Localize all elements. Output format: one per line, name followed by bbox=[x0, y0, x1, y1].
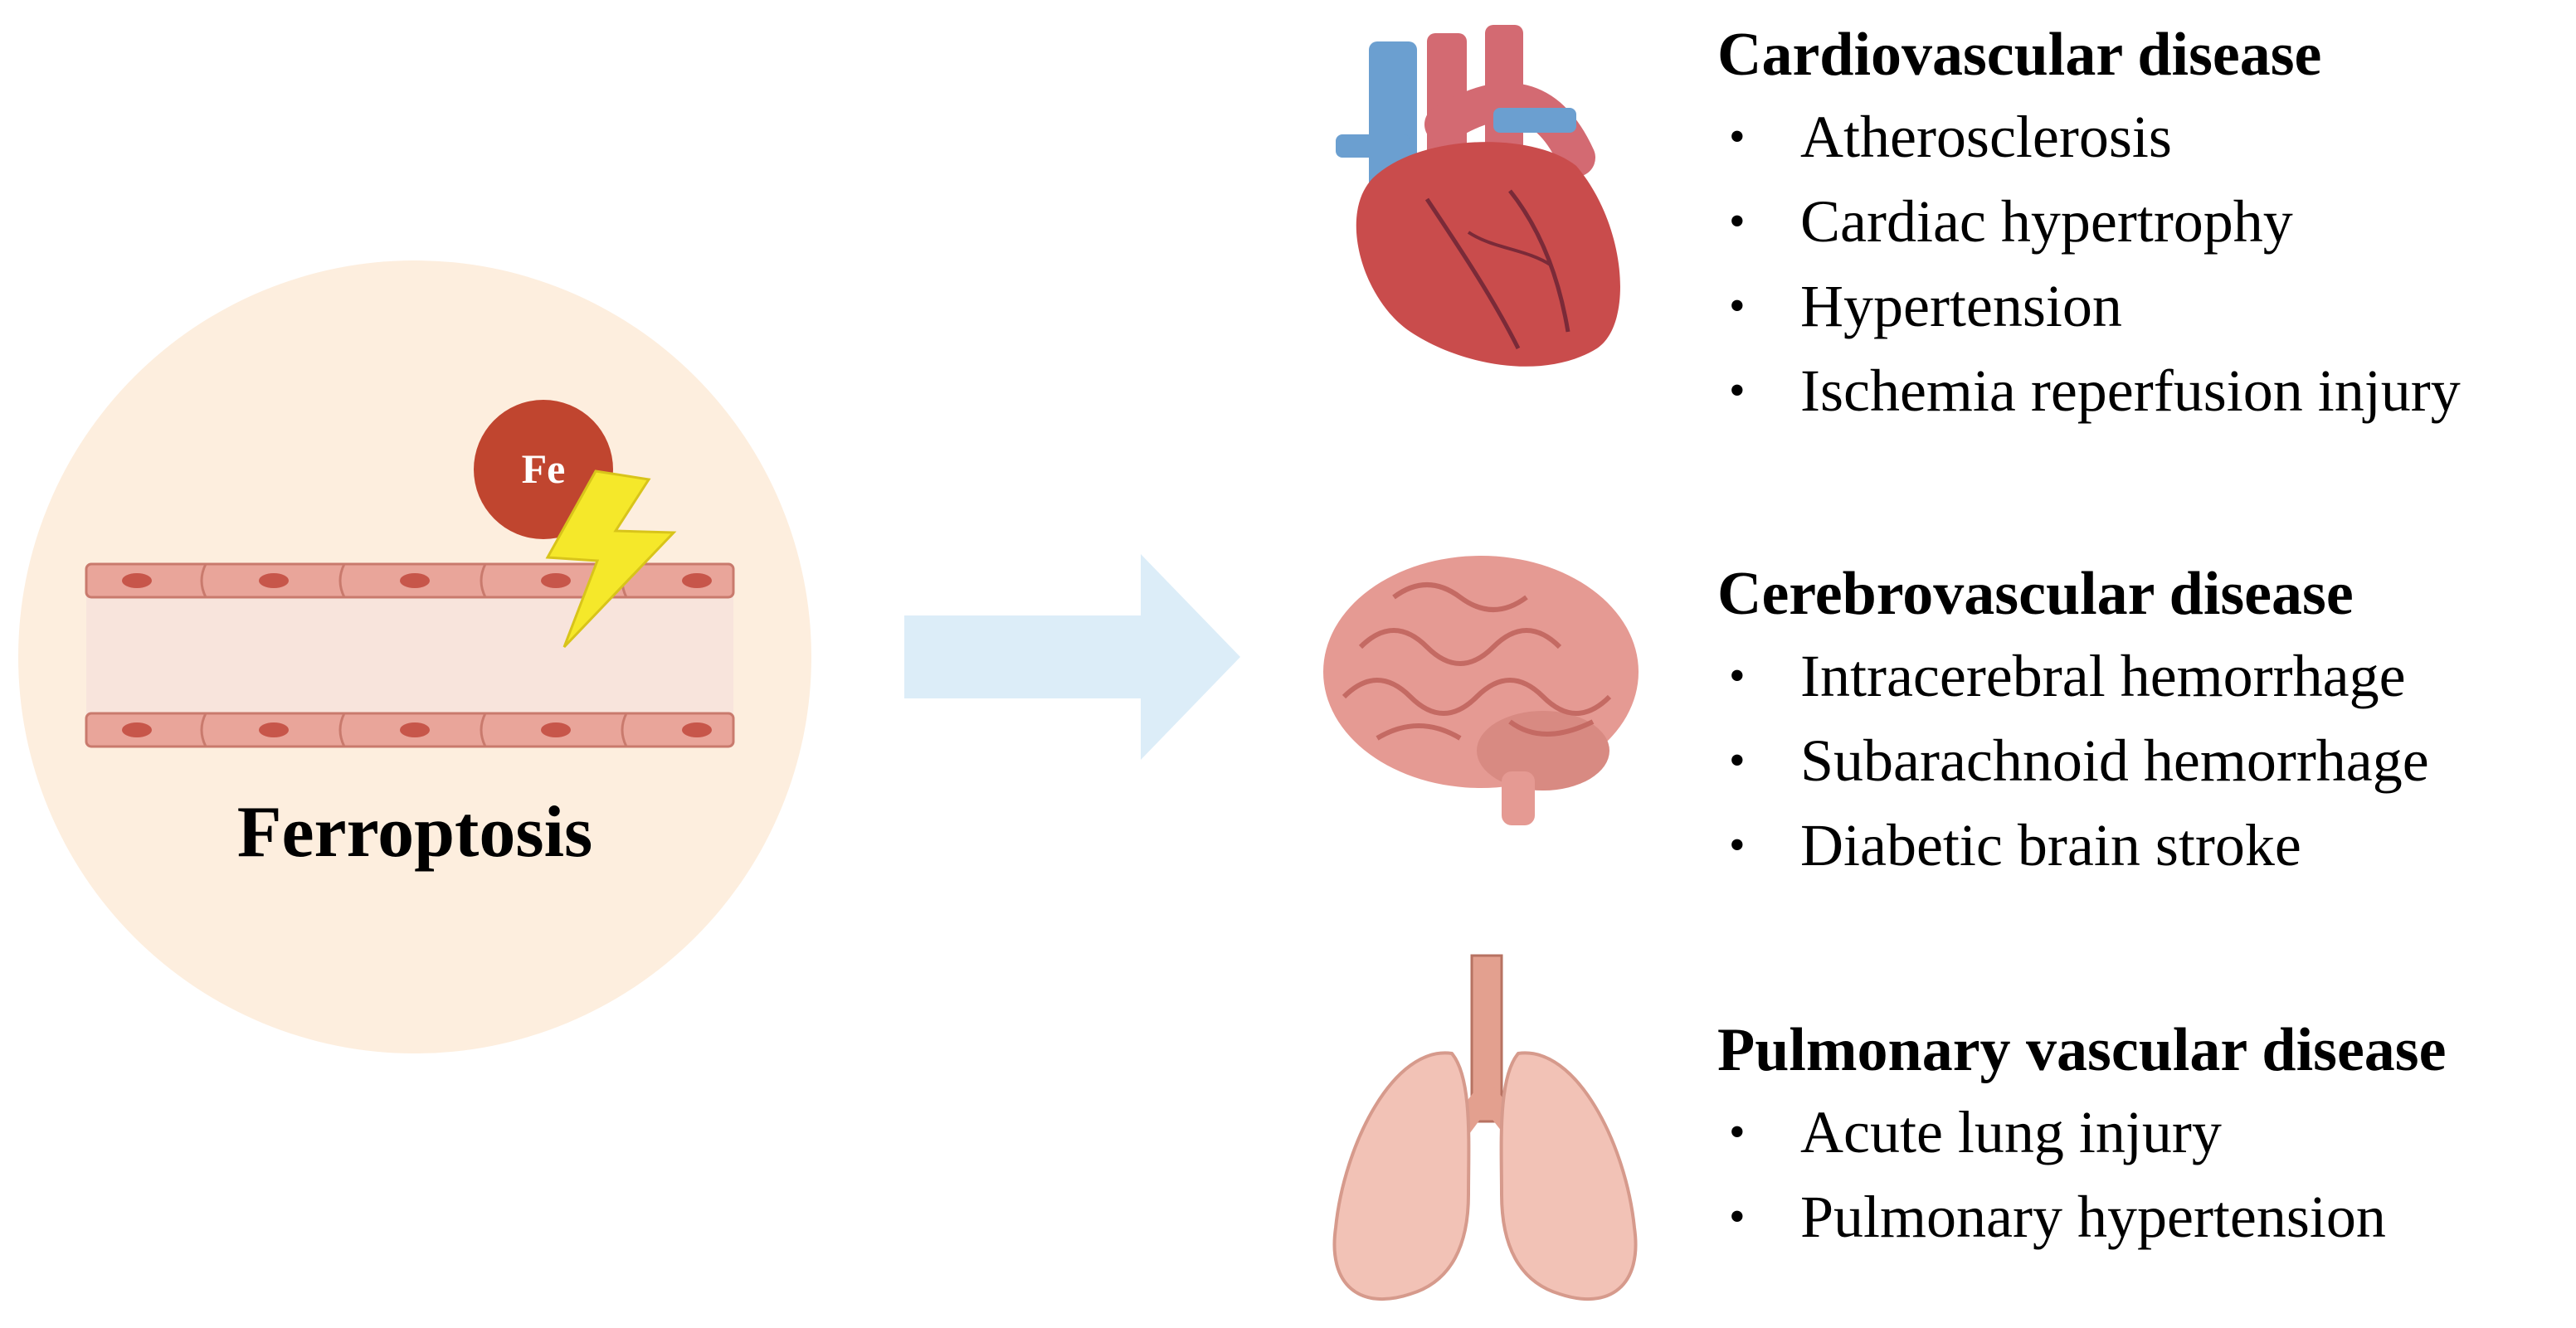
list-item: •Ischemia reperfusion injury bbox=[1717, 348, 2572, 433]
list-item: •Atherosclerosis bbox=[1717, 95, 2572, 179]
bullet: • bbox=[1729, 1191, 1746, 1243]
group-title: Cardiovascular disease bbox=[1717, 21, 2322, 89]
list-item: •Hypertension bbox=[1717, 264, 2572, 348]
lungs-icon bbox=[1332, 954, 1638, 1301]
pulmonary-group: Pulmonary vascular disease •Acute lung i… bbox=[1717, 1010, 2572, 1259]
group-title: Pulmonary vascular disease bbox=[1717, 1016, 2447, 1084]
ferroptosis-label: Ferroptosis bbox=[236, 792, 593, 873]
list-item: •Pulmonary hypertension bbox=[1717, 1175, 2572, 1259]
cardiovascular-group: Cardiovascular disease •Atherosclerosis … bbox=[1717, 15, 2572, 433]
bullet: • bbox=[1729, 820, 1746, 871]
list-item: •Subarachnoid hemorrhage bbox=[1717, 718, 2572, 803]
disease-list: •Acute lung injury •Pulmonary hypertensi… bbox=[1717, 1090, 2572, 1259]
list-item: •Diabetic brain stroke bbox=[1717, 803, 2572, 888]
right-arrow-icon bbox=[904, 554, 1240, 760]
bullet: • bbox=[1729, 650, 1746, 702]
bullet: • bbox=[1729, 280, 1746, 332]
heart-icon bbox=[1336, 25, 1620, 367]
iron-symbol-label: Fe bbox=[521, 445, 566, 492]
blood-vessel-icon bbox=[85, 562, 735, 748]
bullet: • bbox=[1729, 111, 1746, 163]
list-item: •Intracerebral hemorrhage bbox=[1717, 634, 2572, 718]
list-item: •Acute lung injury bbox=[1717, 1090, 2572, 1175]
disease-list: •Atherosclerosis •Cardiac hypertrophy •H… bbox=[1717, 95, 2572, 433]
bullet: • bbox=[1729, 1107, 1746, 1158]
lightning-icon bbox=[545, 469, 677, 649]
list-item: •Cardiac hypertrophy bbox=[1717, 179, 2572, 264]
bullet: • bbox=[1729, 196, 1746, 247]
bullet: • bbox=[1729, 365, 1746, 416]
brain-icon bbox=[1323, 556, 1639, 825]
bullet: • bbox=[1729, 735, 1746, 786]
group-title: Cerebrovascular disease bbox=[1717, 560, 2354, 628]
cerebrovascular-group: Cerebrovascular disease •Intracerebral h… bbox=[1717, 554, 2572, 888]
disease-list: •Intracerebral hemorrhage •Subarachnoid … bbox=[1717, 634, 2572, 888]
